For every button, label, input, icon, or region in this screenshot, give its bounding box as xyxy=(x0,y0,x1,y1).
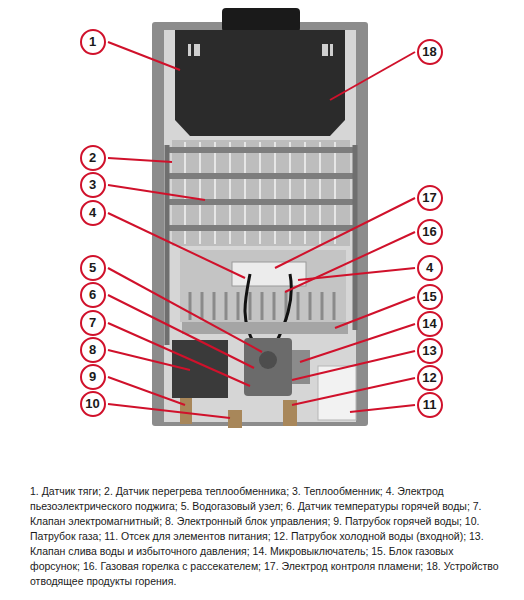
callout-number: 4 xyxy=(80,200,106,226)
callout-number: 10 xyxy=(80,391,106,417)
callout-number: 5 xyxy=(80,255,106,281)
callout-number: 16 xyxy=(417,219,443,245)
callout-number: 17 xyxy=(417,185,443,211)
gas-pipe xyxy=(228,410,242,428)
burner xyxy=(180,250,346,322)
callout-number: 9 xyxy=(80,364,106,390)
flue-outlet xyxy=(222,8,300,32)
callout-number: 7 xyxy=(80,310,106,336)
callout-number: 15 xyxy=(417,284,443,310)
flue-hood xyxy=(175,30,345,136)
callout-number: 3 xyxy=(80,172,106,198)
hot-water-pipe xyxy=(180,398,192,424)
nozzle-manifold xyxy=(182,322,348,334)
housing xyxy=(152,22,368,426)
back-panel xyxy=(164,30,356,422)
callout-number: 14 xyxy=(417,311,443,337)
electrode-block xyxy=(232,262,306,286)
slot xyxy=(330,44,333,56)
leader-lines xyxy=(108,42,415,418)
callout-number: 6 xyxy=(80,282,106,308)
callout-number: 18 xyxy=(417,39,443,65)
tubes xyxy=(170,150,352,228)
valve-part xyxy=(259,351,277,369)
wires xyxy=(245,274,291,345)
slot xyxy=(188,44,191,56)
callout-number: 8 xyxy=(80,337,106,363)
slot xyxy=(322,44,328,56)
callout-number: 4 xyxy=(417,255,443,281)
callout-number: 1 xyxy=(80,29,106,55)
side-pipe xyxy=(353,145,358,330)
control-unit xyxy=(172,340,228,398)
side-pipe xyxy=(165,145,170,345)
burner-ramps xyxy=(190,292,334,320)
callout-number: 12 xyxy=(417,365,443,391)
callout-number: 13 xyxy=(417,338,443,364)
caption: 1. Датчик тяги; 2. Датчик перегрева тепл… xyxy=(30,484,502,589)
slot xyxy=(194,44,200,56)
callout-number: 2 xyxy=(80,145,106,171)
callout-number: 11 xyxy=(417,392,443,418)
